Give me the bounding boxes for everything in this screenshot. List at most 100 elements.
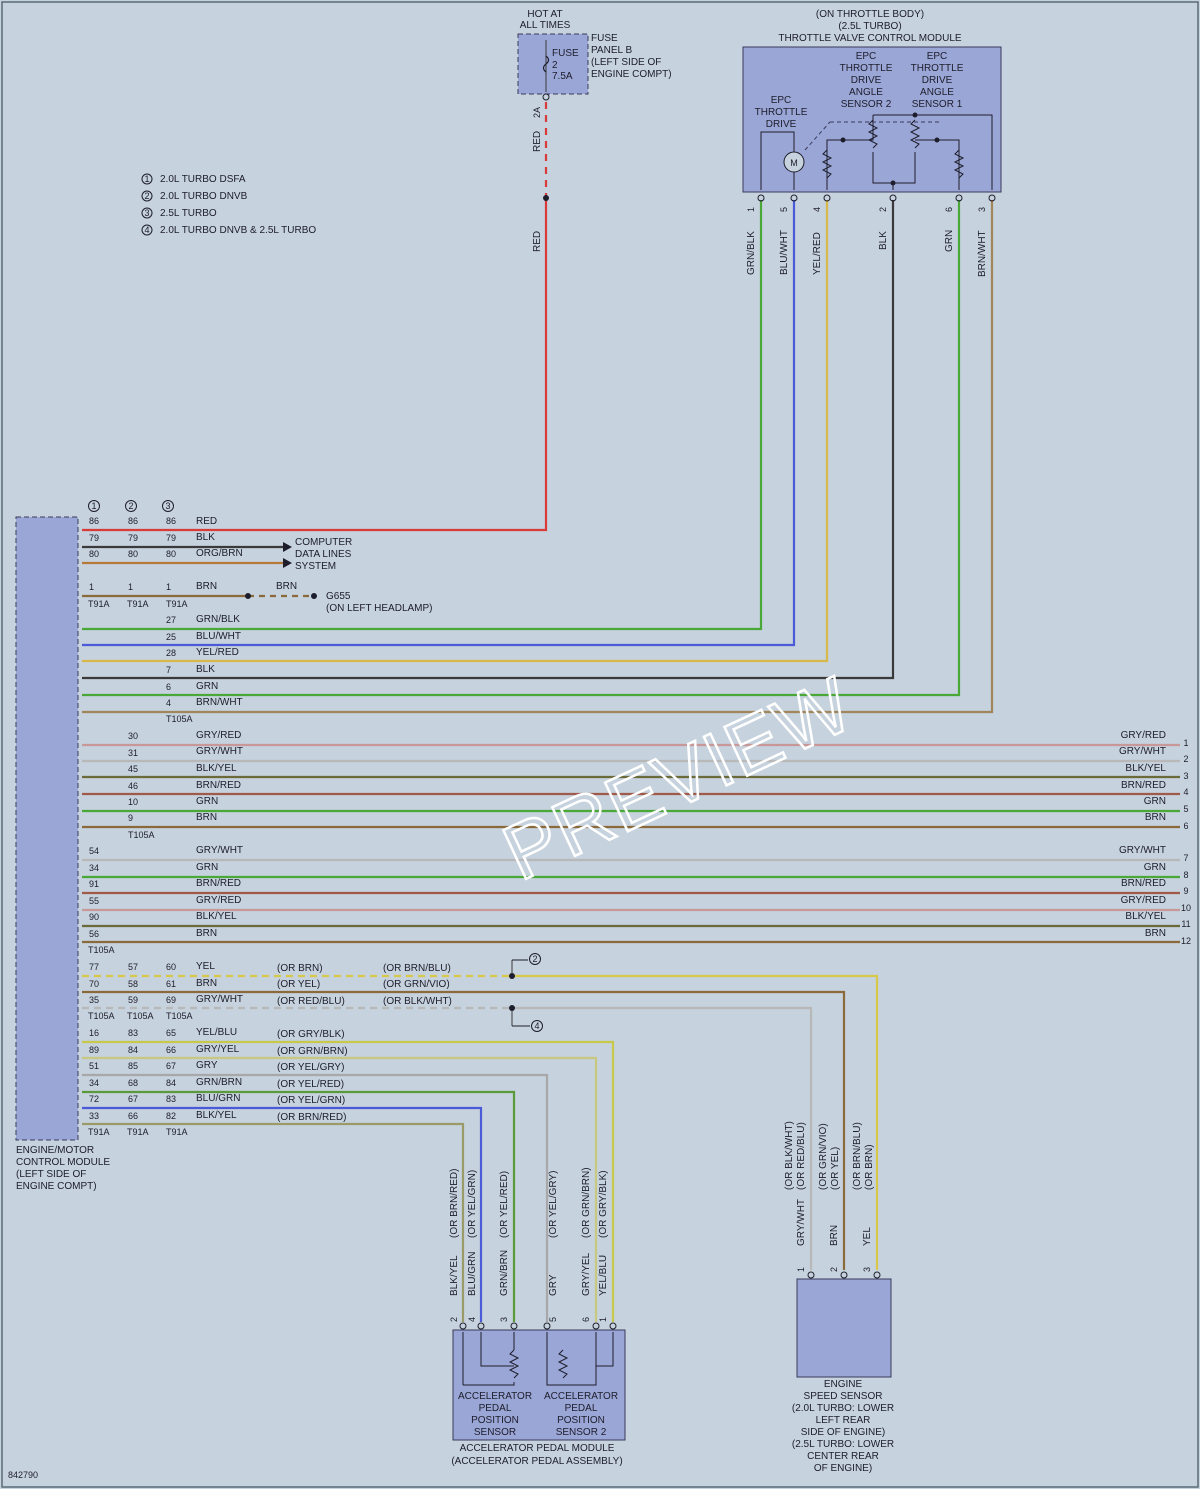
wire-label: BLK/YEL [196, 763, 237, 774]
throttle-pin: 5 [779, 207, 789, 212]
pin: 31 [128, 748, 138, 758]
wire-ref: 10 [1181, 903, 1191, 913]
wire-label: GRY/WHT [1119, 746, 1166, 757]
doc-id: 842790 [8, 1470, 38, 1480]
wire-grn [82, 200, 961, 697]
wire-gry [82, 1073, 549, 1322]
wire-label: BLK/YEL [449, 1255, 460, 1296]
fuse-block [517, 33, 589, 101]
connector-id: T91A [88, 599, 110, 609]
fuse-pin: 2A [532, 107, 542, 118]
wire-label: GRY/YEL [581, 1252, 592, 1296]
throttle-title: (2.5L TURBO) [838, 21, 901, 32]
wire-blk-yel [82, 1122, 465, 1322]
wire-label: YEL [196, 961, 215, 972]
wire-label: BRN [1145, 812, 1166, 823]
fuse-labels: HOT AT ALL TIMES FUSE 2 7.5A FUSE PANEL … [520, 9, 672, 252]
wire-alt: (OR BRN/RED) [277, 1112, 346, 1123]
fuse-hot: HOT AT [527, 9, 562, 20]
pin: 1 [166, 582, 171, 592]
pin: 35 [89, 995, 99, 1005]
pin: 6 [166, 682, 171, 692]
connector-id: T105A [127, 1011, 154, 1021]
wires [82, 102, 1180, 1322]
legend-num: 1 [144, 174, 149, 184]
wire-ref: 6 [1183, 821, 1188, 831]
wire-alt: (OR GRN/VIO) [383, 979, 450, 990]
wire-label: YEL/RED [812, 232, 823, 275]
wire-brn-speed [82, 990, 846, 1270]
wire-label: BLK/YEL [196, 1110, 237, 1121]
wire-label: BRN [196, 978, 217, 989]
wire-label: BRN/WHT [977, 230, 988, 277]
pin: 80 [128, 549, 138, 559]
pin: 61 [166, 979, 176, 989]
sensor-label: ACCELERATOR [458, 1391, 532, 1402]
pin: 33 [89, 1111, 99, 1121]
pin: 79 [128, 533, 138, 543]
pin: 86 [128, 516, 138, 526]
wire-ref: 9 [1183, 886, 1188, 896]
throttle-pin: 3 [977, 207, 987, 212]
drive-label: THROTTLE [755, 107, 808, 118]
legend-text: 2.0L TURBO DNVB [160, 191, 248, 202]
wire-ref: 5 [1183, 804, 1188, 814]
motor-label: M [790, 158, 798, 168]
fuse-panel: FUSE [591, 33, 618, 44]
wire-label: BRN/RED [196, 780, 241, 791]
fuse-panel: (LEFT SIDE OF [591, 57, 661, 68]
pedal-pin: 4 [467, 1317, 477, 1322]
fuse-label: FUSE [552, 48, 579, 59]
pin: 16 [89, 1028, 99, 1038]
pedal-module [452, 1329, 626, 1441]
pin: 79 [89, 533, 99, 543]
pin: 67 [166, 1061, 176, 1071]
connector-id: T91A [88, 1127, 110, 1137]
speed-labels: GRY/WHT BRN YEL (OR BLK/WHT) (OR RED/BLU… [784, 1121, 894, 1474]
wire-alt: (OR YEL) [830, 1147, 841, 1190]
sensor2-label: EPC [856, 51, 877, 62]
wire-alt: (OR BRN/BLU) [852, 1122, 863, 1190]
wire-grn-brn [82, 1090, 516, 1322]
pin: 1 [128, 582, 133, 592]
wire-label: GRY/RED [196, 730, 241, 741]
connector-id: T91A [166, 1127, 188, 1137]
wire-label: GRY/RED [1121, 730, 1166, 741]
wire-grn-blk [82, 200, 763, 631]
wire-yel-blu [82, 1040, 615, 1322]
pin: 57 [128, 962, 138, 972]
sensor2-label: DRIVE [851, 75, 882, 86]
wire-label: YEL [862, 1227, 873, 1246]
col-head: 2 [128, 501, 133, 511]
wire-label: YEL/BLU [196, 1027, 237, 1038]
col-head: 3 [165, 501, 170, 511]
wire-label: GRN [1144, 796, 1166, 807]
throttle-title: (ON THROTTLE BODY) [816, 9, 924, 20]
pin: 4 [166, 698, 171, 708]
splice-ref: 4 [534, 1021, 539, 1031]
ecm-box [15, 516, 79, 1141]
wire-label: BLK/YEL [1125, 763, 1166, 774]
pin: 34 [89, 863, 99, 873]
sensor-label: SENSOR [474, 1427, 516, 1438]
pin: 84 [166, 1078, 176, 1088]
pin: 66 [166, 1045, 176, 1055]
splice-dots [245, 195, 549, 1011]
pin: 25 [166, 632, 176, 642]
legend-num: 4 [144, 225, 149, 235]
pin: 34 [89, 1078, 99, 1088]
pin: 30 [128, 731, 138, 741]
pedal-pin: 1 [598, 1317, 608, 1322]
fuse-label: 7.5A [552, 71, 573, 82]
pin: 7 [166, 665, 171, 675]
sensor-label: POSITION [557, 1415, 605, 1426]
pin: 45 [128, 764, 138, 774]
connector-id: T91A [127, 1127, 149, 1137]
pin: 89 [89, 1045, 99, 1055]
throttle-pin: 2 [878, 207, 888, 212]
speed-sensor-label: SPEED SENSOR [804, 1391, 883, 1402]
pedal-pin: 5 [548, 1317, 558, 1322]
legend-text: 2.5L TURBO [160, 208, 217, 219]
wire-label: GRY/WHT [196, 994, 243, 1005]
wire-label: GRN [196, 681, 218, 692]
